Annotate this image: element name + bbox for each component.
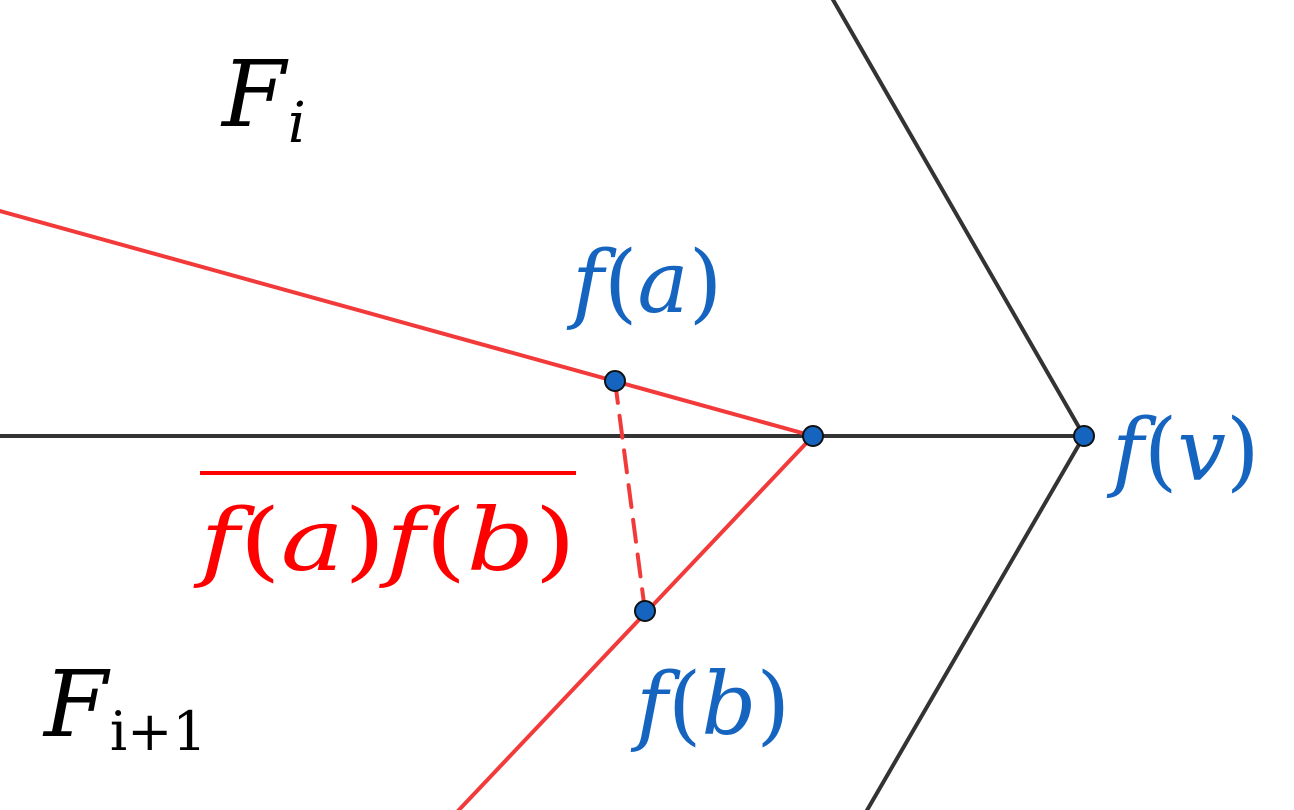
label-fa-var: a xyxy=(637,233,688,333)
label-fa-open: ( xyxy=(604,233,638,333)
label-face-i-sub: i xyxy=(288,91,306,156)
lower-slanted-edge xyxy=(864,434,1086,810)
point-fb xyxy=(634,600,656,622)
label-segment-var2: b xyxy=(466,491,534,591)
label-fb: f(b) xyxy=(630,655,790,755)
red-dashed-segment xyxy=(613,379,647,613)
red-lower-segment xyxy=(456,434,815,810)
label-segment-close2: ) xyxy=(535,491,576,591)
label-face-i1: Fi+1 xyxy=(42,651,207,763)
label-fv: f(v) xyxy=(1106,401,1260,501)
red-path xyxy=(0,209,815,810)
label-fv-open: ( xyxy=(1144,401,1178,501)
points xyxy=(604,370,1095,622)
label-fa: f(a) xyxy=(566,233,722,333)
label-segment: f(a)f(b) xyxy=(193,491,576,591)
label-fb-open: ( xyxy=(668,655,702,755)
label-face-i1-main: F xyxy=(42,651,111,758)
black-edges xyxy=(0,0,1086,810)
point-fv xyxy=(1073,425,1095,447)
label-fv-var: v xyxy=(1177,401,1226,501)
label-segment-var1: a xyxy=(281,491,344,591)
label-face-i-main: F xyxy=(220,41,289,148)
label-face-i1-sub: i+1 xyxy=(110,700,207,763)
label-fa-close: ) xyxy=(689,233,723,333)
red-upper-segment xyxy=(0,209,815,438)
upper-slanted-edge xyxy=(830,0,1086,438)
label-fb-close: ) xyxy=(756,655,790,755)
label-fv-close: ) xyxy=(1226,401,1260,501)
point-fa xyxy=(604,370,626,392)
label-segment-open1: ( xyxy=(239,491,280,591)
label-face-i: Fi xyxy=(220,41,306,156)
label-fb-var: b xyxy=(701,655,756,755)
label-segment-open2: ( xyxy=(425,491,466,591)
point-corner xyxy=(802,425,824,447)
label-segment-close1: ) xyxy=(344,491,385,591)
